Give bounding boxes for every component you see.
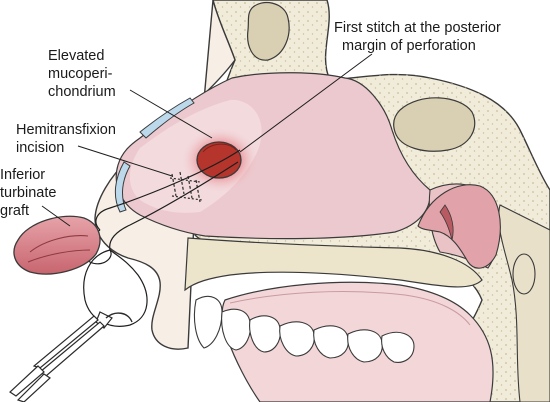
needle-holder-handle: [16, 373, 51, 402]
graft-inner-fold: [27, 249, 91, 263]
tooth: [193, 295, 223, 349]
curved-needle: [105, 312, 133, 323]
leader-line-first-stitch: [239, 53, 373, 153]
label-graft-line3: graft: [0, 203, 30, 219]
label-graft-line1: Inferior: [0, 167, 46, 183]
label-first-stitch: First stitch at the posterior margin of …: [334, 19, 501, 55]
label-first-stitch-line2: margin of perforation: [342, 38, 476, 54]
suture-thread: [95, 149, 241, 231]
septal-perforation: [196, 141, 242, 179]
perforation-rim: [202, 143, 237, 153]
suture-long-loop: [83, 249, 148, 327]
tooth: [249, 315, 281, 353]
graft-inner-fold: [29, 235, 89, 253]
label-hemitransfixion-line2: incision: [16, 140, 65, 156]
label-elevated-line2: mucoperi-: [48, 66, 113, 82]
leader-line-graft: [41, 205, 71, 227]
label-inferior-turbinate-graft: Inferior turbinate graft: [0, 166, 56, 220]
suture-threads: [83, 149, 241, 327]
tooth: [221, 308, 251, 351]
tongue-upper-surface: [229, 291, 471, 326]
needle-holder-shaft-lower: [38, 321, 105, 377]
label-elevated-line3: chondrium: [48, 84, 116, 100]
hemitransfixion-incision-mark: [169, 171, 203, 203]
upper-lateral-cartilage: [139, 97, 195, 139]
label-first-stitch-line1: First stitch at the posterior: [334, 20, 501, 36]
tooth: [279, 321, 315, 357]
label-graft-line2: turbinate: [0, 185, 57, 201]
needle-holder: [9, 311, 133, 402]
tooth: [381, 331, 415, 363]
tooth: [313, 325, 349, 359]
teeth: [193, 295, 415, 363]
needle-holder-handle: [9, 365, 45, 397]
tooth: [347, 329, 383, 363]
leader-line-elevated-mucoperichondrium: [129, 89, 213, 139]
leader-lines: [41, 53, 373, 227]
label-hemitransfixion-incision: Hemitransfixion incision: [16, 121, 116, 157]
turbinate-graft: [13, 215, 101, 275]
graft-body: [13, 215, 101, 275]
uvula: [439, 204, 454, 241]
label-elevated-mucoperichondrium: Elevated mucoperi- chondrium: [48, 47, 116, 101]
needle-holder-shaft-upper: [32, 315, 99, 369]
frontal-sinus: [247, 1, 290, 61]
atlas-bone: [512, 253, 536, 295]
label-hemitransfixion-line1: Hemitransfixion: [16, 122, 116, 138]
suture-thread: [109, 161, 239, 251]
label-elevated-line1: Elevated: [48, 48, 105, 64]
soft-palate: [417, 184, 501, 269]
leader-line-hemitransfixion: [77, 145, 173, 177]
alar-cartilage: [114, 161, 131, 213]
hard-palate: [184, 237, 483, 292]
sphenoid-sinus: [393, 97, 476, 152]
posterior-bone: [498, 204, 550, 402]
